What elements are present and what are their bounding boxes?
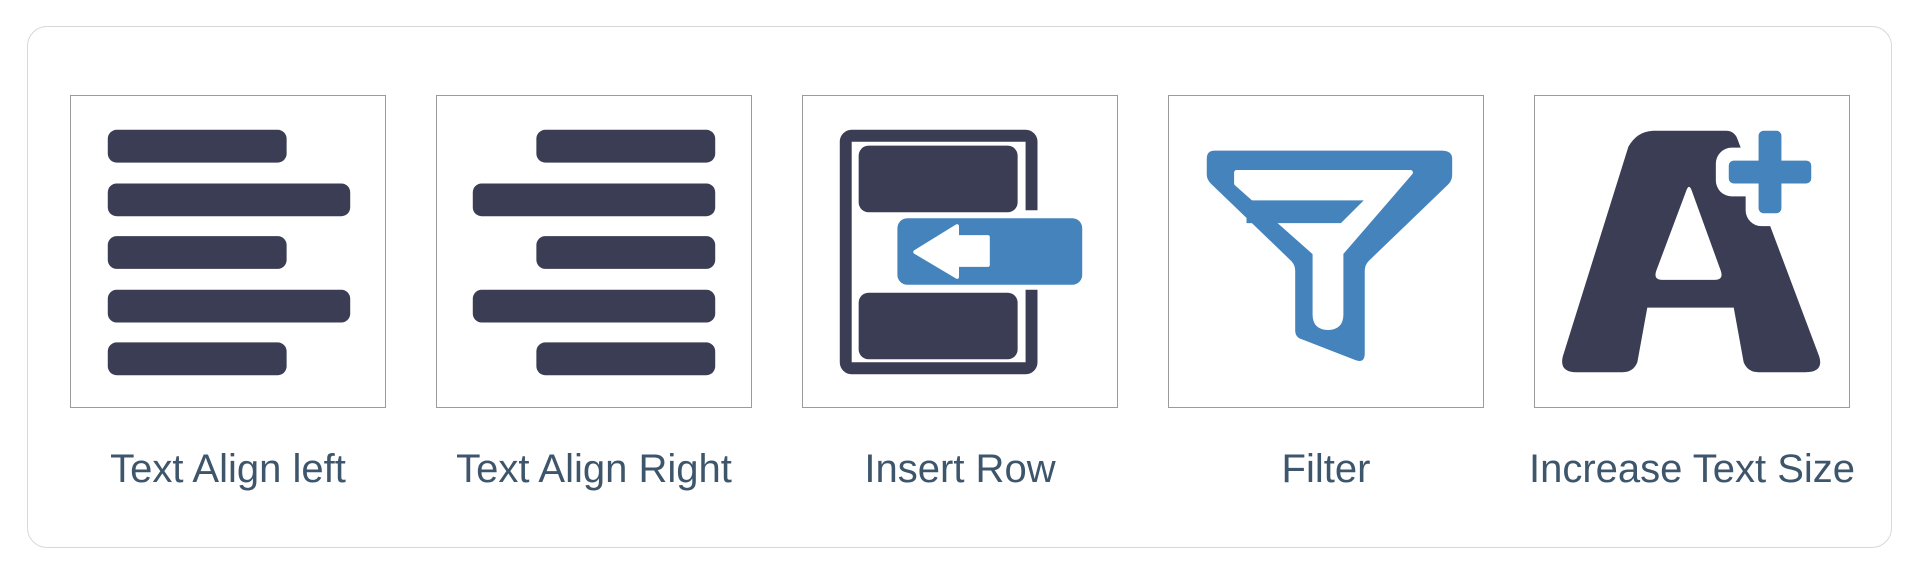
- icon-card-label: Text Align Right: [456, 447, 732, 491]
- increase-text-size-icon: [1562, 117, 1825, 373]
- icon-card-insert-row-wrap: Insert Row: [802, 95, 1118, 492]
- icon-card-text-align-left[interactable]: [70, 95, 386, 408]
- icon-card-insert-row[interactable]: [802, 95, 1118, 408]
- icon-card-text-align-left-wrap: Text Align left: [70, 95, 386, 492]
- icon-card-label: Text Align left: [110, 447, 346, 491]
- icon-card-text-align-right-wrap: Text Align Right: [436, 95, 752, 492]
- icon-card-filter[interactable]: [1168, 95, 1484, 408]
- filter-icon: [1206, 150, 1453, 361]
- text-align-left-icon: [107, 129, 351, 376]
- icon-card-row: Text Align left Text Align Right: [70, 95, 1855, 492]
- insert-row-icon: [839, 129, 1083, 375]
- icon-card-label: Filter: [1281, 447, 1371, 491]
- icon-card-increase-text-size[interactable]: [1534, 95, 1850, 408]
- icon-card-filter-wrap: Filter: [1168, 95, 1484, 492]
- icon-card-label: Increase Text Size: [1528, 447, 1856, 491]
- icon-card-text-align-right[interactable]: [436, 95, 752, 408]
- text-align-right-icon: [472, 129, 716, 376]
- icon-card-label: Insert Row: [864, 447, 1056, 491]
- icon-card-increase-text-size-wrap: Increase Text Size: [1529, 95, 1855, 492]
